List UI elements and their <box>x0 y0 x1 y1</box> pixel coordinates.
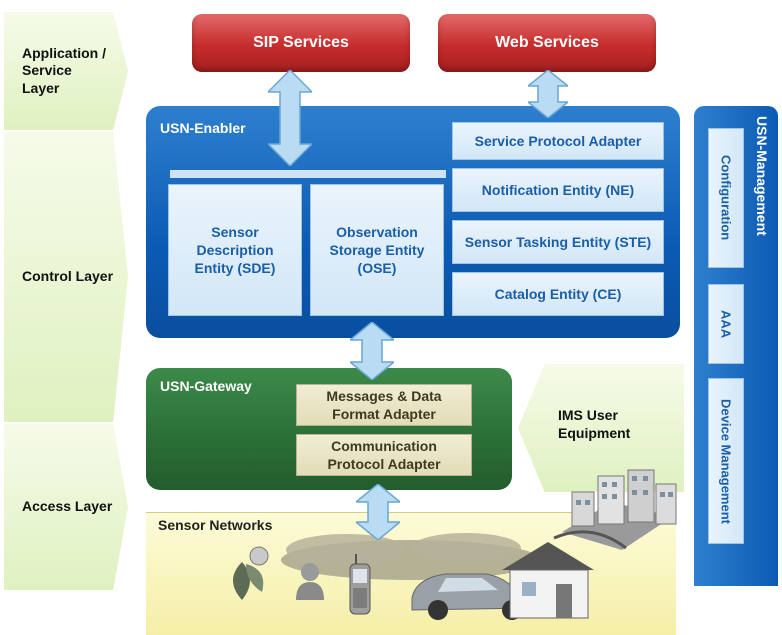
enabler-divider <box>170 170 446 178</box>
usn-gateway-title: USN-Gateway <box>160 378 252 394</box>
device-management-label: Device Management <box>718 398 734 524</box>
control-layer-chevron: Control Layer <box>4 132 128 422</box>
notification-entity-box: Notification Entity (NE) <box>452 168 664 212</box>
aaa-label: AAA <box>718 309 734 339</box>
communication-protocol-adapter-box: Communication Protocol Adapter <box>296 434 472 476</box>
communication-adapter-label: Communication Protocol Adapter <box>327 437 441 472</box>
ims-buildings-illustration <box>553 469 677 550</box>
access-layer-label: Access Layer <box>22 498 113 515</box>
arrow-sip-to-enabler <box>268 70 312 166</box>
sip-services-box: SIP Services <box>192 14 410 72</box>
application-layer-label: Application / Service Layer <box>22 44 106 96</box>
ims-user-equipment-label: IMS User Equipment <box>558 407 631 442</box>
usn-enabler-title: USN-Enabler <box>160 120 246 136</box>
observation-storage-entity-label: Observation Storage Entity (OSE) <box>329 223 425 277</box>
application-layer-chevron: Application / Service Layer <box>4 12 128 130</box>
arrow-gateway-to-sensors <box>356 484 400 540</box>
sensor-tasking-entity-box: Sensor Tasking Entity (STE) <box>452 220 664 264</box>
aaa-box: AAA <box>708 284 744 364</box>
sensor-networks-label: Sensor Networks <box>158 517 273 533</box>
control-layer-label: Control Layer <box>22 268 114 285</box>
catalog-entity-box: Catalog Entity (CE) <box>452 272 664 316</box>
arrow-enabler-to-gateway <box>350 322 394 380</box>
service-protocol-adapter-box: Service Protocol Adapter <box>452 122 664 160</box>
web-services-box: Web Services <box>438 14 656 72</box>
sensor-description-entity-label: Sensor Description Entity (SDE) <box>194 223 276 277</box>
configuration-box: Configuration <box>708 128 744 268</box>
leaf-sensor-icon <box>233 546 269 600</box>
house-icon <box>502 542 594 619</box>
messages-data-format-adapter-box: Messages & Data Format Adapter <box>296 384 472 426</box>
device-management-box: Device Management <box>708 378 744 544</box>
usn-management-title: USN-Management <box>754 116 770 236</box>
sensor-network-illustration <box>233 533 594 620</box>
person-icon <box>296 563 324 600</box>
sensor-description-entity-box: Sensor Description Entity (SDE) <box>168 184 302 316</box>
access-layer-chevron: Access Layer <box>4 424 128 590</box>
ims-user-equipment-shape <box>518 364 684 492</box>
messages-adapter-label: Messages & Data Format Adapter <box>326 387 442 422</box>
observation-storage-entity-box: Observation Storage Entity (OSE) <box>310 184 444 316</box>
configuration-label: Configuration <box>718 155 734 241</box>
mobile-phone-icon <box>349 554 371 615</box>
arrow-web-to-enabler <box>528 70 568 118</box>
